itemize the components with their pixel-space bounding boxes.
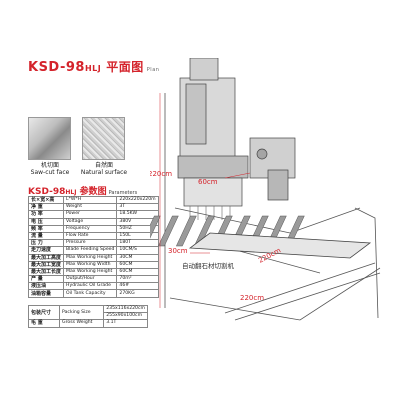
packing-size-name: Packing Size	[59, 304, 105, 321]
spec-cell-n: Weight	[63, 203, 118, 212]
spec-cell-n: Blade Feeding Speed	[63, 246, 118, 255]
machine-drawing: 自动翻石材切割机 220cm 30cm 60cm 220cm 220cm	[150, 58, 381, 321]
spec-cell-n: Pressure	[63, 239, 118, 248]
spec-cell-k: 最大加工宽度	[27, 260, 65, 269]
title-cn: 平面图	[106, 60, 144, 74]
spec-cell-n: Oil Tank Capacity	[63, 289, 118, 298]
spec-cell-n: Flow Rate	[63, 231, 118, 241]
natural-surface-en: Natural surface	[80, 169, 128, 176]
spec-cell-k: 产 量	[27, 275, 65, 284]
spec-cell-k: 压 力	[27, 239, 65, 248]
spec-cell-v: 60CM	[116, 260, 159, 269]
title-suffix: HLJ	[84, 64, 102, 73]
dim-mid: 60cm	[198, 178, 218, 186]
spec-cell-n: Max Working Height	[63, 267, 118, 277]
table-row: 255x90x100cm	[29, 312, 148, 321]
packing-table: 包装尺寸 Packing Size 235x116x220cm 255x90x1…	[27, 304, 148, 328]
dim-bottom: 220cm	[240, 294, 264, 302]
spec-cn: 参数图	[79, 187, 107, 197]
spec-en: Parameters	[108, 190, 138, 196]
table-row: 包装尺寸 Packing Size 235x116x220cm	[27, 304, 148, 321]
spec-cell-k: 长×宽×高	[27, 195, 65, 205]
spec-cell-n: Frequency	[63, 224, 118, 233]
saw-cut-cn: 机切面	[40, 162, 59, 169]
spec-cell-k: 油箱容量	[27, 289, 65, 298]
packing-size-value: 235x116x220cm	[103, 304, 148, 314]
spec-cell-v: 270KG	[116, 289, 159, 298]
spec-cell-n: Voltage	[63, 217, 118, 226]
spec-cell-n: Hydraulic Oil Grade	[63, 282, 118, 291]
spec-cell-k: 净 重	[27, 203, 65, 212]
spec-cell-n: Max Working Height	[63, 253, 118, 262]
natural-surface-image	[82, 117, 125, 160]
dim-height: 220cm	[150, 170, 172, 178]
packing-size-value-2: 255x90x100cm	[103, 312, 148, 321]
gross-weight-value: 3.1T	[103, 319, 148, 328]
saw-cut-caption: 机切面 Saw-cut face	[25, 162, 75, 176]
saw-cut-face-image	[28, 117, 71, 160]
natural-surface-cn: 自然面	[94, 162, 113, 169]
spec-cell-k: 液压油	[27, 282, 65, 291]
natural-surface-caption: 自然面 Natural surface	[79, 162, 129, 176]
spec-cell-n: Max Working Width	[63, 260, 118, 269]
spec-cell-n: Output/Hour	[63, 275, 118, 284]
title-model: KSD-98	[28, 60, 85, 75]
spec-cell-k: 电 压	[27, 217, 65, 226]
spec-cell-v: 46#	[116, 282, 159, 291]
saw-cut-en: Saw-cut face	[30, 169, 70, 176]
spec-cell-k: 最大加工高度	[27, 253, 65, 262]
spec-cell-n: L*W*H	[63, 195, 118, 205]
spec-cell-v: 60CM	[116, 267, 159, 277]
spec-model: KSD-98	[28, 187, 66, 197]
table-row: 毛 重 Gross Weight 3.1T	[27, 319, 148, 328]
spec-cell-n: Power	[63, 210, 118, 219]
spec-cell-k: 最大加工长度	[27, 267, 65, 277]
spec-cell-v: 30CM	[116, 253, 159, 262]
gross-weight-name: Gross Weight	[59, 319, 105, 328]
packing-size-key: 包装尺寸	[27, 304, 61, 321]
spec-cell-k: 走刀速度	[27, 246, 65, 255]
machine-label: 自动翻石材切割机	[182, 261, 235, 270]
spec-cell-k: 功 率	[27, 210, 65, 219]
dim-left: 30cm	[168, 247, 188, 255]
gross-weight-key: 毛 重	[27, 319, 61, 328]
spec-suffix: HLJ	[65, 189, 77, 196]
title-en: Plan	[146, 67, 160, 73]
spec-cell-v: 70m²	[116, 275, 159, 284]
spec-cell-k: 频 率	[27, 224, 65, 233]
spec-cell-k: 流 量	[27, 231, 65, 241]
